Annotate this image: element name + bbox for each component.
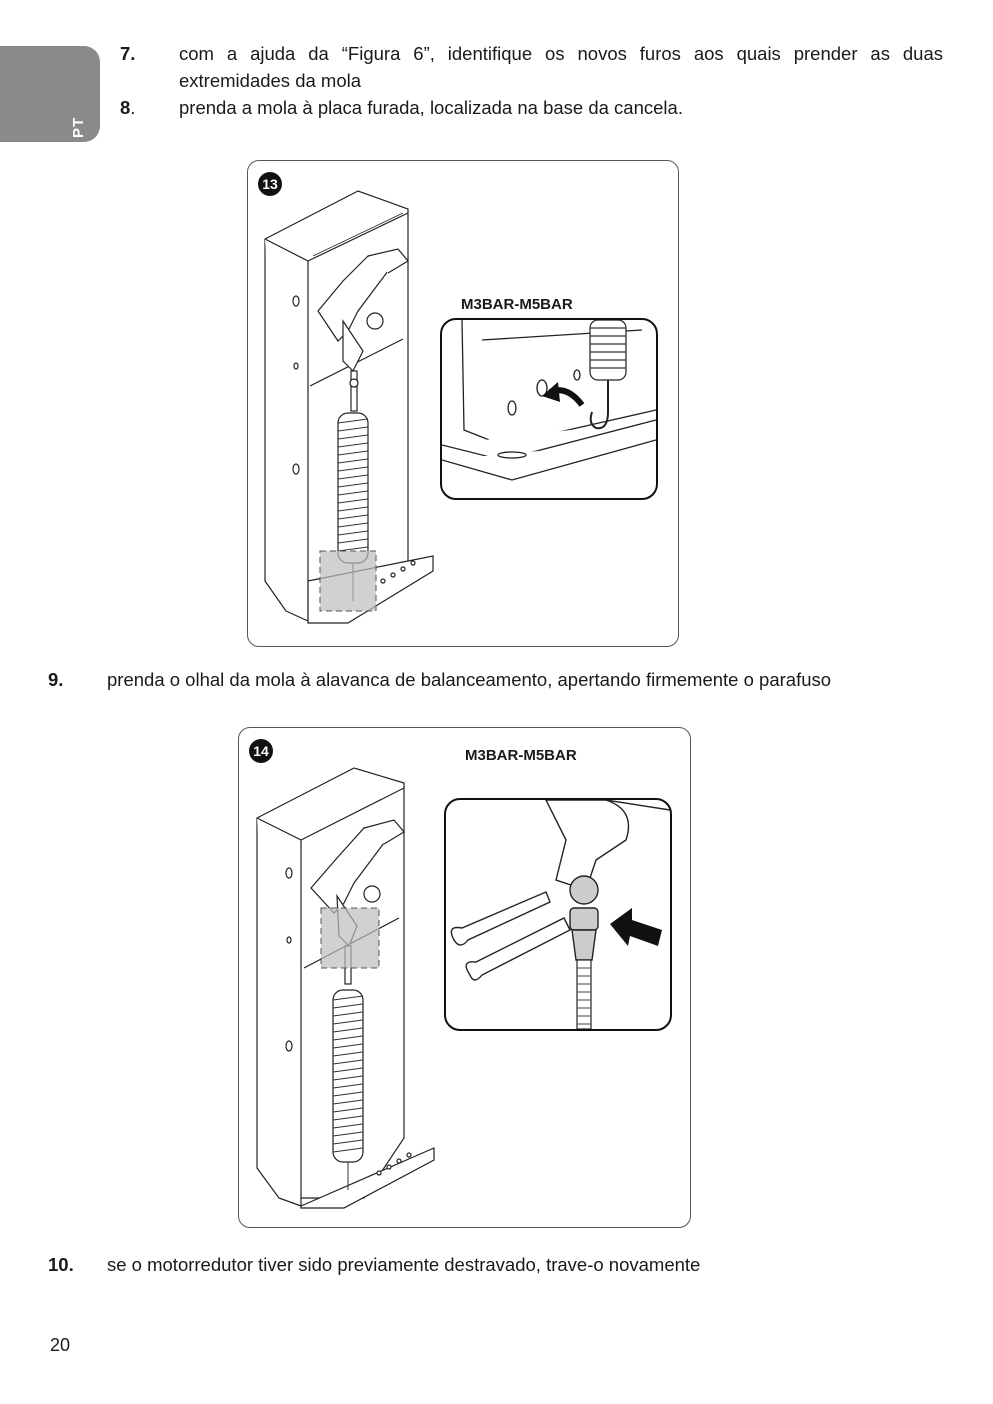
step-text: prenda o olhal da mola à alavanca de bal… xyxy=(107,669,832,690)
figure-14: 14 M3BAR-M5BAR xyxy=(238,727,691,1228)
spring-hook-detail-illustration xyxy=(442,320,656,481)
step-8: 8. prenda a mola à placa furada, localiz… xyxy=(0,94,993,124)
step-9: 9. prenda o olhal da mola à alavanca de … xyxy=(0,666,993,696)
step-number-suffix: . xyxy=(130,97,136,118)
figure-13: 13 M3BAR-M5BAR xyxy=(247,160,679,647)
step-text: com a ajuda da “Figura 6”, identifique o… xyxy=(179,43,943,91)
detail-inset xyxy=(444,798,672,1031)
language-tab: PT xyxy=(0,46,100,142)
step-text: se o motorredutor tiver sido previamente… xyxy=(107,1254,701,1275)
figure-badge: 14 xyxy=(249,739,273,763)
model-label: M3BAR-M5BAR xyxy=(461,296,573,313)
step-7: 7. com a ajuda da “Figura 6”, identifiqu… xyxy=(0,40,993,100)
step-text: prenda a mola à placa furada, localizada… xyxy=(179,97,683,118)
step-number: 8. xyxy=(120,94,135,121)
detail-inset xyxy=(440,318,658,500)
page-number: 20 xyxy=(50,1335,71,1355)
model-label: M3BAR-M5BAR xyxy=(465,747,577,764)
step-number: 10. xyxy=(48,1254,74,1275)
step-number-value: 8 xyxy=(120,97,131,118)
step-number: 7. xyxy=(120,43,136,64)
step-number: 9. xyxy=(48,669,64,690)
wrench-tightening-detail-illustration xyxy=(450,800,670,1029)
step-10: 10. se o motorredutor tiver sido previam… xyxy=(0,1251,993,1281)
gate-post-illustration xyxy=(264,190,434,624)
gate-post-illustration xyxy=(256,767,435,1209)
figure-badge: 13 xyxy=(258,172,282,196)
